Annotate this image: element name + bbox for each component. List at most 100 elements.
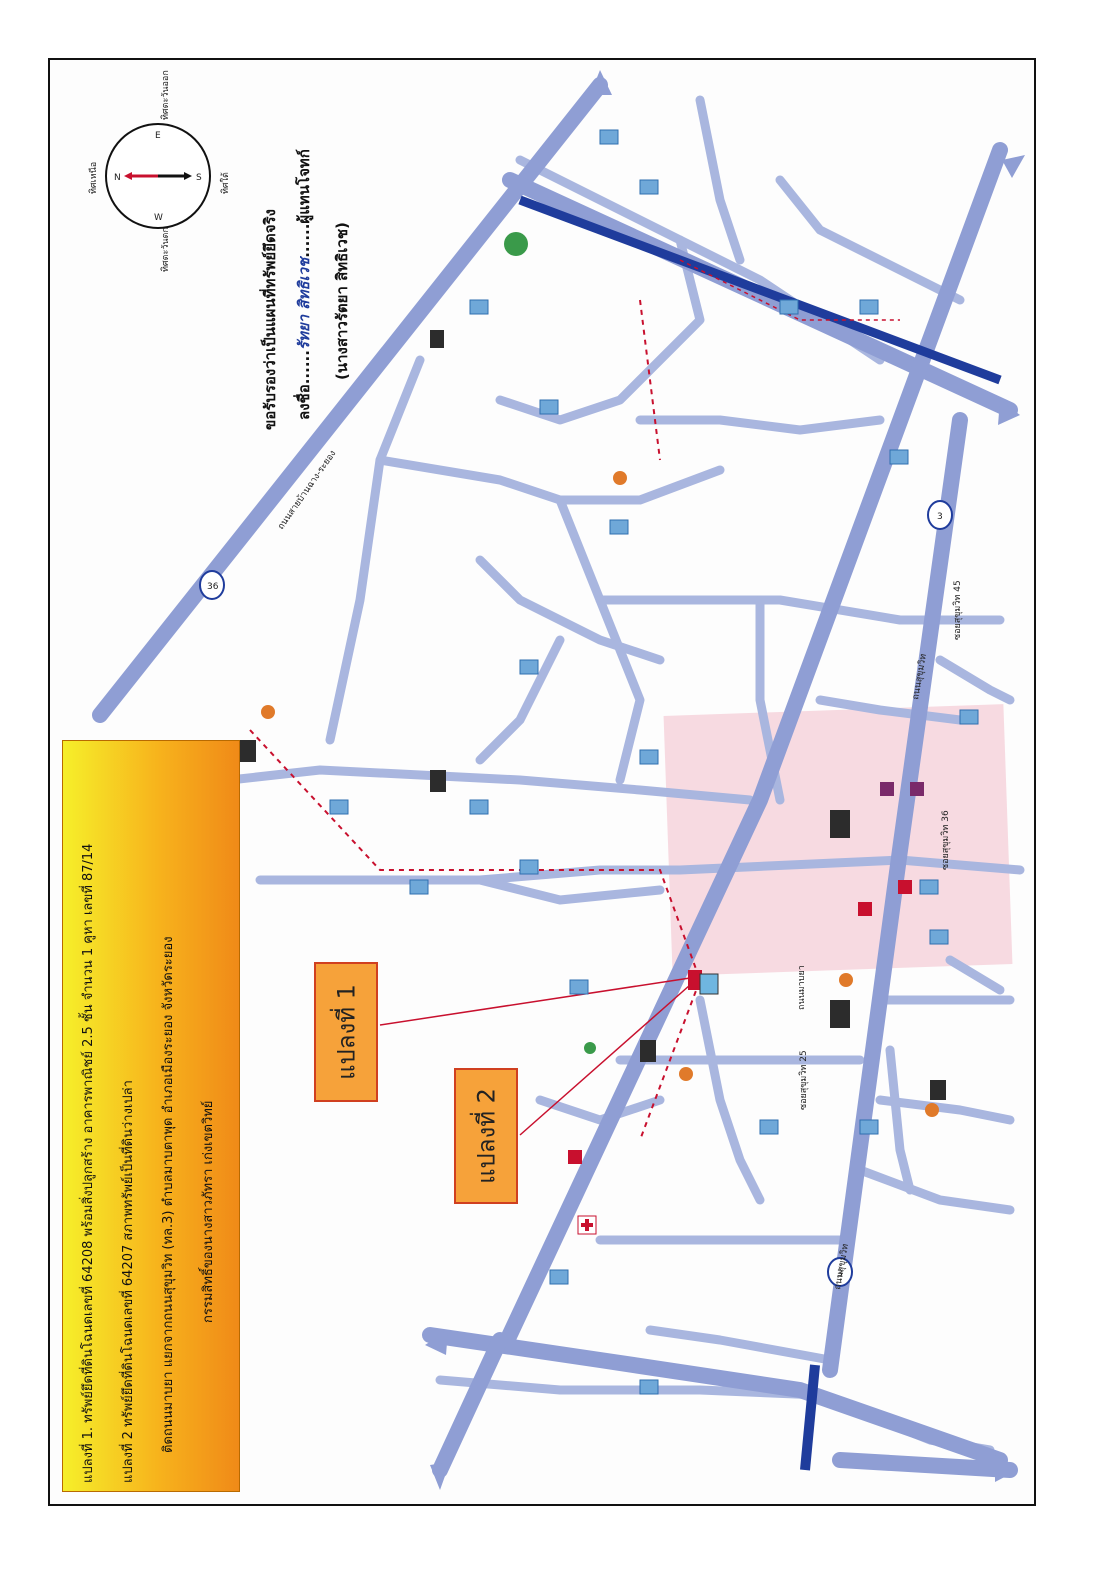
signature-prefix: ลงชื่อ [295, 384, 313, 420]
route-dashes [249, 729, 702, 1141]
route-dashes [639, 299, 661, 461]
direction-arrows [425, 70, 1025, 1490]
road-segment [225, 765, 755, 805]
blue-motorway [518, 195, 1002, 385]
pink-zone [663, 704, 1013, 976]
road-segment [775, 175, 965, 305]
building-icon [759, 1119, 779, 1135]
road-segment [695, 995, 765, 1205]
building-icon [549, 1269, 569, 1285]
route-dashes [679, 259, 900, 321]
arrow-bottom-right [995, 1455, 1018, 1482]
highway-diagonal [497, 142, 1008, 1353]
info-line-3: ติดถนนมาบยา แยกจากถนนสุขุมวิท (ทล.3) ตำบ… [161, 936, 176, 1453]
building-icon [929, 929, 949, 945]
compass-e: E [155, 131, 161, 141]
highway-shield-icon [927, 500, 953, 530]
tree-icon [584, 1042, 596, 1054]
road-segment [945, 955, 1005, 995]
compass-north-label: ทิศเหนือ [88, 162, 99, 194]
convenience-store-icon [898, 880, 912, 894]
fuel-station-icon [839, 973, 853, 987]
compass-arrow-icon [124, 172, 132, 180]
signature: รัทยา สิทธิเวช [295, 257, 313, 351]
road-segment [325, 355, 425, 745]
plot-1-pointer [379, 977, 691, 1026]
building-icon [329, 799, 349, 815]
certification-line-1: ขอรับรองว่าเป็นแผนที่ทรัพย์ยึดจริง [261, 209, 279, 430]
arrow-top [590, 70, 612, 95]
arrow-right-top [1002, 155, 1025, 178]
highway-left [432, 1332, 508, 1478]
info-line-1: แปลงที่ 1. ทรัพย์ยึดที่ดินโฉนดเลขที่ 642… [81, 843, 96, 1483]
highway-36-number: 36 [207, 582, 219, 592]
compass-w: W [154, 213, 163, 223]
road-segment [635, 415, 885, 435]
convenience-store-icon [858, 902, 872, 916]
fuel-station-icon [613, 471, 627, 485]
highway-shield-icon [199, 570, 225, 600]
building-icon [539, 399, 559, 415]
building-icon [599, 129, 619, 145]
road-segment [475, 635, 565, 765]
road-segment [645, 1325, 835, 1365]
compass-n: N [114, 173, 121, 183]
building-icon [919, 879, 939, 895]
road-segment [435, 1375, 825, 1400]
building-icon [469, 799, 489, 815]
building-block-icon [240, 740, 256, 762]
compass-arrow-icon [184, 172, 192, 180]
building-block-icon [830, 1000, 850, 1028]
highway-shields: 36 3 3 [199, 500, 953, 1287]
arrow-right [998, 400, 1020, 425]
building-block-icon [430, 330, 444, 348]
tree-icon [504, 232, 528, 256]
fuel-station-icon [261, 705, 275, 719]
blue-motorway-lower [800, 1364, 820, 1471]
road-segment [535, 1095, 665, 1125]
compass-east-label: ทิศตะวันออก [160, 70, 171, 120]
road-segment [885, 1045, 915, 1195]
plot-1-marker [688, 970, 702, 990]
plot-1-label-text: แปลงที่ 1 [332, 984, 361, 1080]
certification-line-2: ลงชื่อ......รัทยา สิทธิเวช......ผู้แทนโจ… [295, 149, 313, 420]
highway-bottom [422, 1327, 1008, 1468]
building-icon [859, 1119, 879, 1135]
road-segment [475, 555, 665, 665]
signature-suffix: ผู้แทนโจทก์ [295, 149, 313, 224]
certification-line-3: (นางสาวรัตยา สิทธิเวช) [333, 222, 351, 380]
building-icon [609, 519, 629, 535]
building-icon [859, 299, 879, 315]
road-segment [855, 1165, 1015, 1215]
info-line-2: แปลงที่ 2 ทรัพย์ยึดที่ดินโฉนดเลขที่ 6420… [121, 1080, 136, 1483]
highway-upper-right [502, 172, 1018, 418]
road-segment [695, 95, 745, 265]
road-segment [815, 695, 965, 725]
building-icons [240, 129, 979, 1395]
compass-west-label: ทิศตะวันตก [160, 227, 171, 272]
building-icon [959, 709, 979, 725]
property-info-box: แปลงที่ 1. ทรัพย์ยึดที่ดินโฉนดเลขที่ 642… [62, 740, 240, 1492]
plot-1-label: แปลงที่ 1 [314, 962, 378, 1102]
road-segment [475, 875, 665, 905]
highway-shield-icon [827, 1257, 853, 1287]
building-icon [639, 1379, 659, 1395]
fuel-station-icon [679, 1067, 693, 1081]
bank-icon [880, 782, 894, 796]
highway-sukhumvit [822, 412, 968, 1378]
road-segment [375, 455, 725, 505]
building-icon [519, 659, 539, 675]
building-icon [889, 449, 909, 465]
compass-s: S [196, 173, 202, 183]
building-block-icon [640, 1040, 656, 1062]
compass-south-label: ทิศใต้ [220, 172, 231, 194]
highway-3-number-lower: 3 [837, 1269, 843, 1279]
building-icon [409, 879, 429, 895]
building-icon [569, 979, 589, 995]
building-icon [639, 179, 659, 195]
road-segment [935, 655, 1015, 705]
info-line-4: กรรมสิทธิ์ของนางสาวภัทรา เก่งเขตวิทย์ [201, 1100, 216, 1323]
road-label-soi-45: ซอยสุขุมวิท 45 [952, 580, 963, 640]
highway-lower [832, 1452, 1018, 1478]
